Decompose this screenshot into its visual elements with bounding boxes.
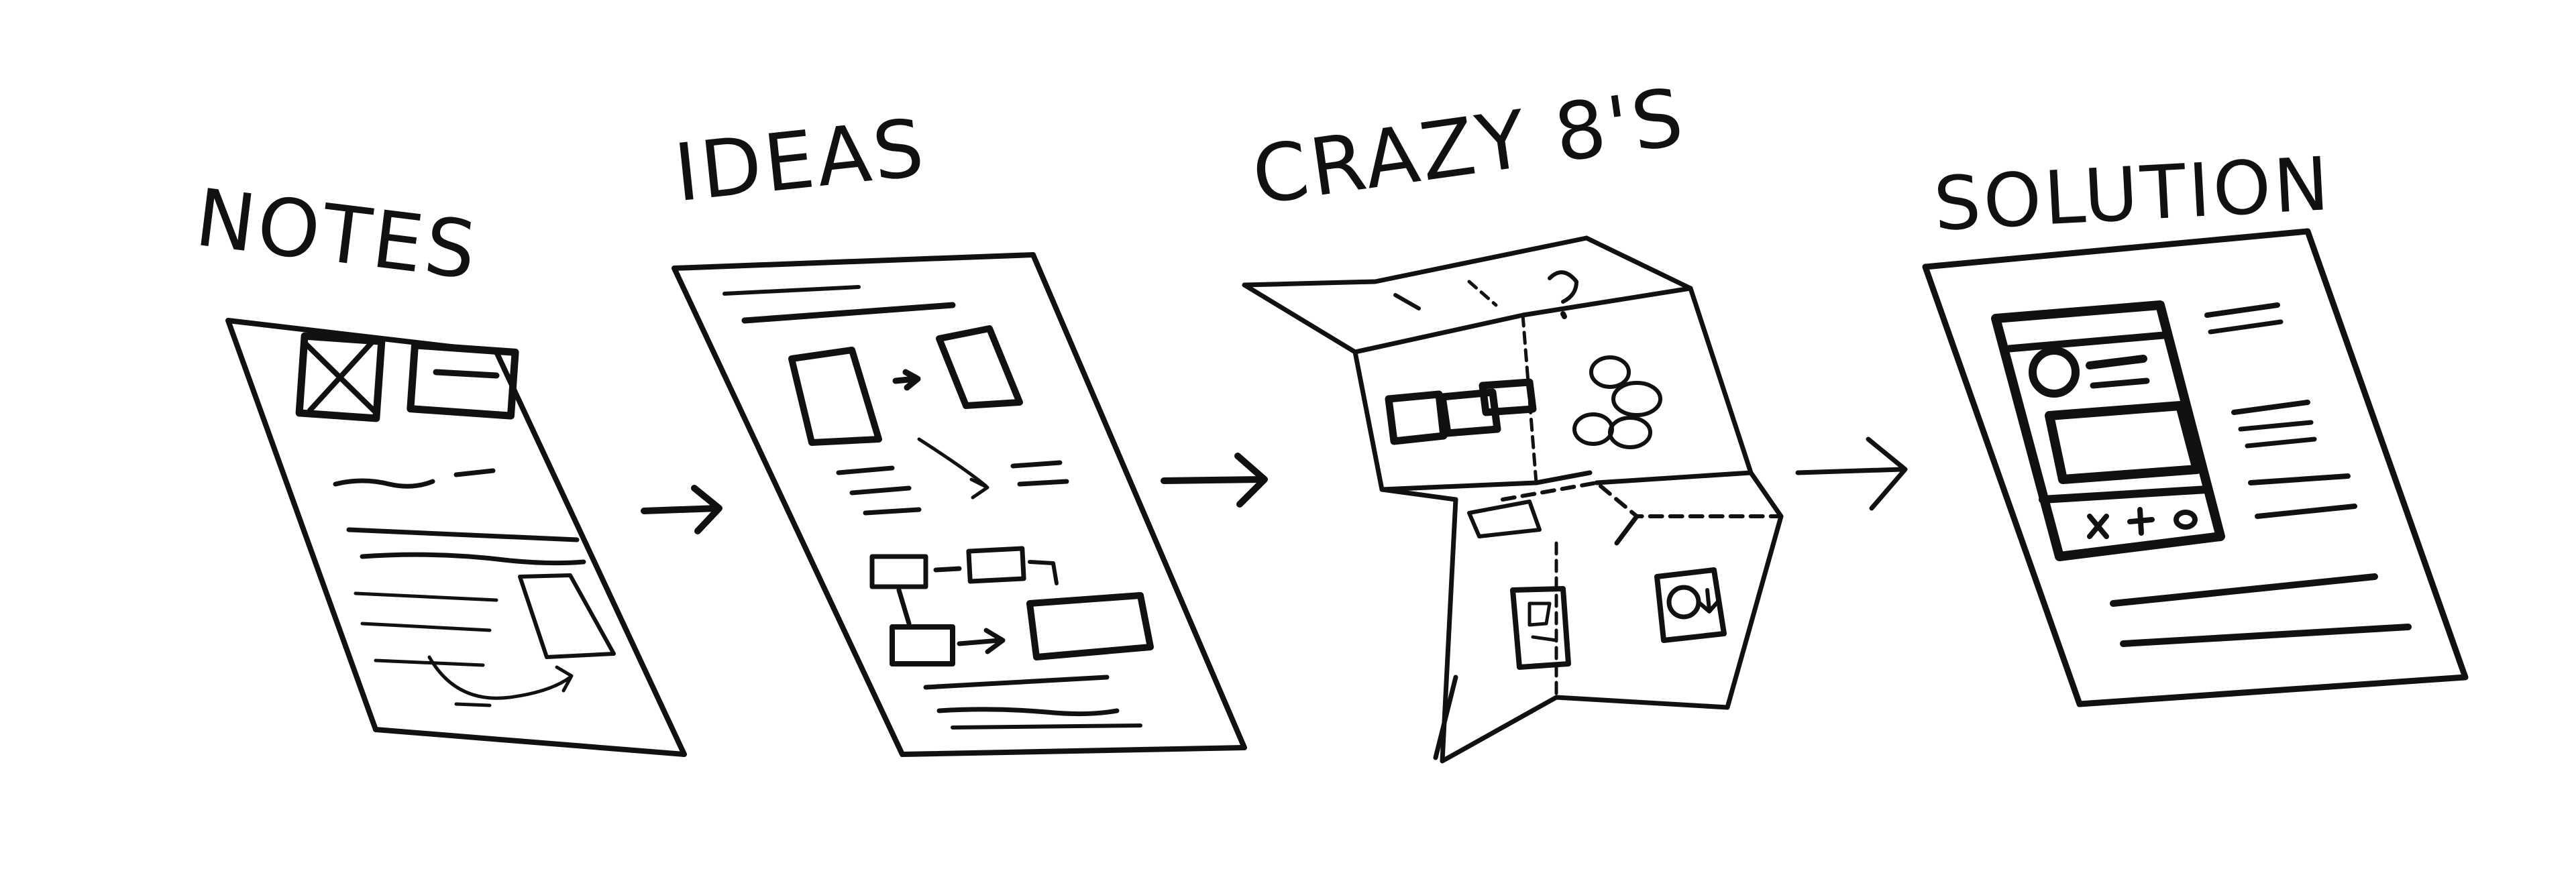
right-arrow-icon xyxy=(641,485,722,534)
right-arrow-icon xyxy=(1161,453,1268,508)
solution-page-icon xyxy=(1922,228,2469,707)
notes-page-icon xyxy=(225,318,687,757)
ideas-page-icon xyxy=(672,252,1247,757)
crazy-8s-folded-paper-icon xyxy=(1242,235,1784,764)
right-arrow-icon xyxy=(1795,437,1908,511)
